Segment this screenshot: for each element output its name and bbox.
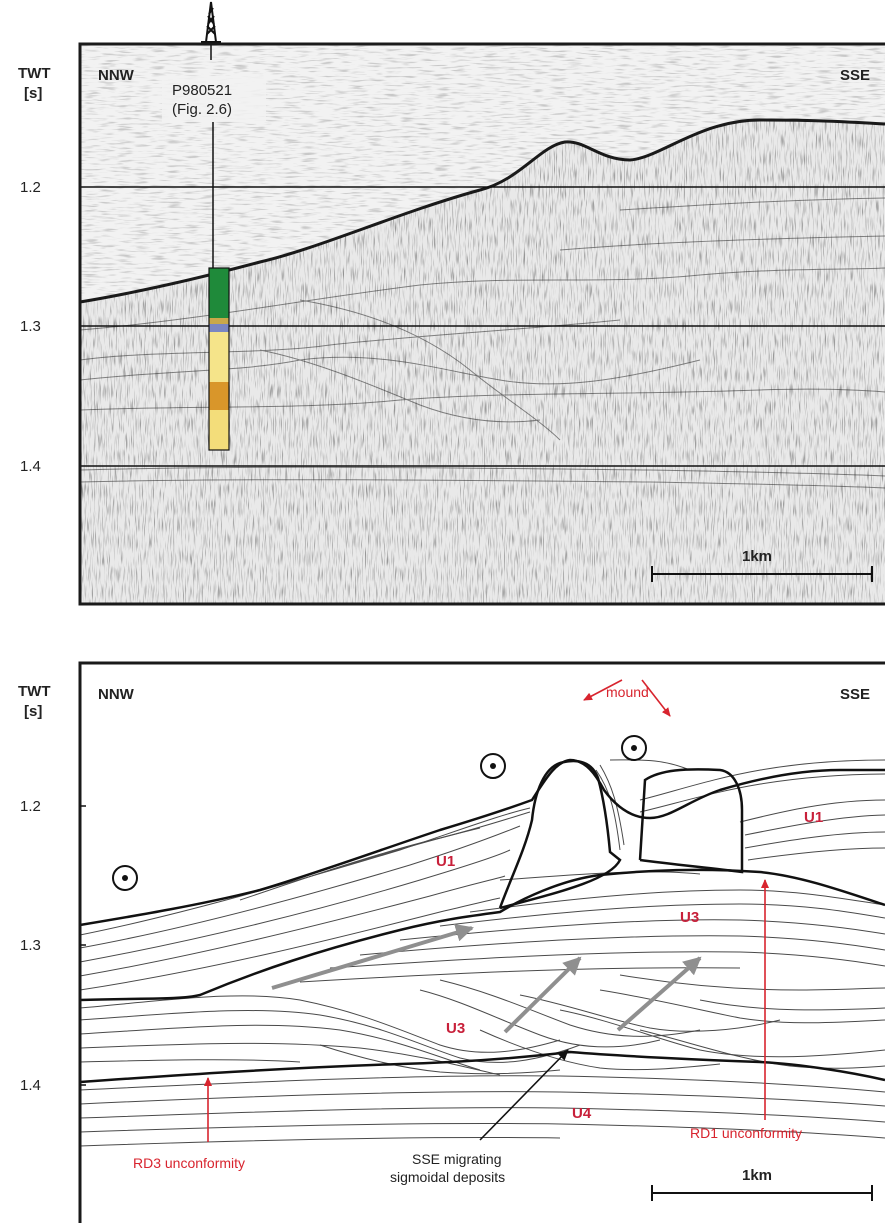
out-of-plane-symbol [112,735,647,891]
tick-label-1-2-bottom: 1.2 [20,798,41,815]
unit-label-u4: U4 [572,1105,592,1122]
unit-label-u1-left: U1 [436,853,455,870]
well-reference-label: (Fig. 2.6) [172,101,232,118]
bounding-surfaces [79,758,885,1084]
rd3-surface [79,1050,885,1084]
tick-label-1-2: 1.2 [20,179,41,196]
top-panel-frame [78,42,885,606]
axis-title-twt: TWT [18,65,50,82]
scale-bar-label-bottom: 1km [742,1167,772,1184]
axis-title-unit: [s] [24,85,42,102]
unit-label-u1-right: U1 [804,809,823,826]
mound-block-right [638,768,744,874]
annotation-arrows-red [204,679,769,1142]
mound-label: mound [606,684,649,700]
bottom-panel-frame [78,661,885,1223]
direction-label-right: SSE [840,67,870,84]
bottom-tick-marks [80,805,86,1086]
out-of-plane-dots [122,745,637,881]
top-panel: P980521 (Fig. 2.6) TWT [s] NNW SSE 1.2 1… [18,1,885,606]
axis-title-unit-bottom: [s] [24,703,42,720]
unit-label-u3-lower: U3 [446,1020,465,1037]
well-derrick-icon [201,1,221,43]
well-name-label: P980521 [172,82,232,99]
bottom-panel: TWT [s] NNW SSE 1.2 1.3 1.4 mound U1 U1 … [18,661,885,1223]
stratal-lines [79,759,885,1147]
direction-label-left: NNW [98,67,135,84]
direction-label-left-bottom: NNW [98,686,135,703]
mound-block-left [498,759,622,910]
tick-label-1-3-bottom: 1.3 [20,937,41,954]
sigmoid-label-line1: SSE migrating [412,1151,501,1167]
scale-bar-label: 1km [742,548,772,565]
rd1-unconformity-label: RD1 unconformity [690,1125,802,1141]
rd3-unconformity-label: RD3 unconformity [133,1155,245,1171]
seabed-reflector [79,118,885,304]
sigmoid-label-line2: sigmoidal deposits [390,1169,505,1185]
scale-bar-bottom [651,1185,873,1201]
sigmoid-annotation-arrow [479,1049,569,1141]
tick-label-1-4-bottom: 1.4 [20,1077,41,1094]
rd1-surface [79,868,885,1002]
unit-label-u3-upper: U3 [680,909,699,926]
axis-title-twt-bottom: TWT [18,683,50,700]
tick-label-1-3: 1.3 [20,318,41,335]
well-log-column [208,267,230,451]
scale-bar [651,566,873,582]
direction-label-right-bottom: SSE [840,686,870,703]
tick-label-1-4: 1.4 [20,458,41,475]
migration-arrows [271,923,702,1034]
